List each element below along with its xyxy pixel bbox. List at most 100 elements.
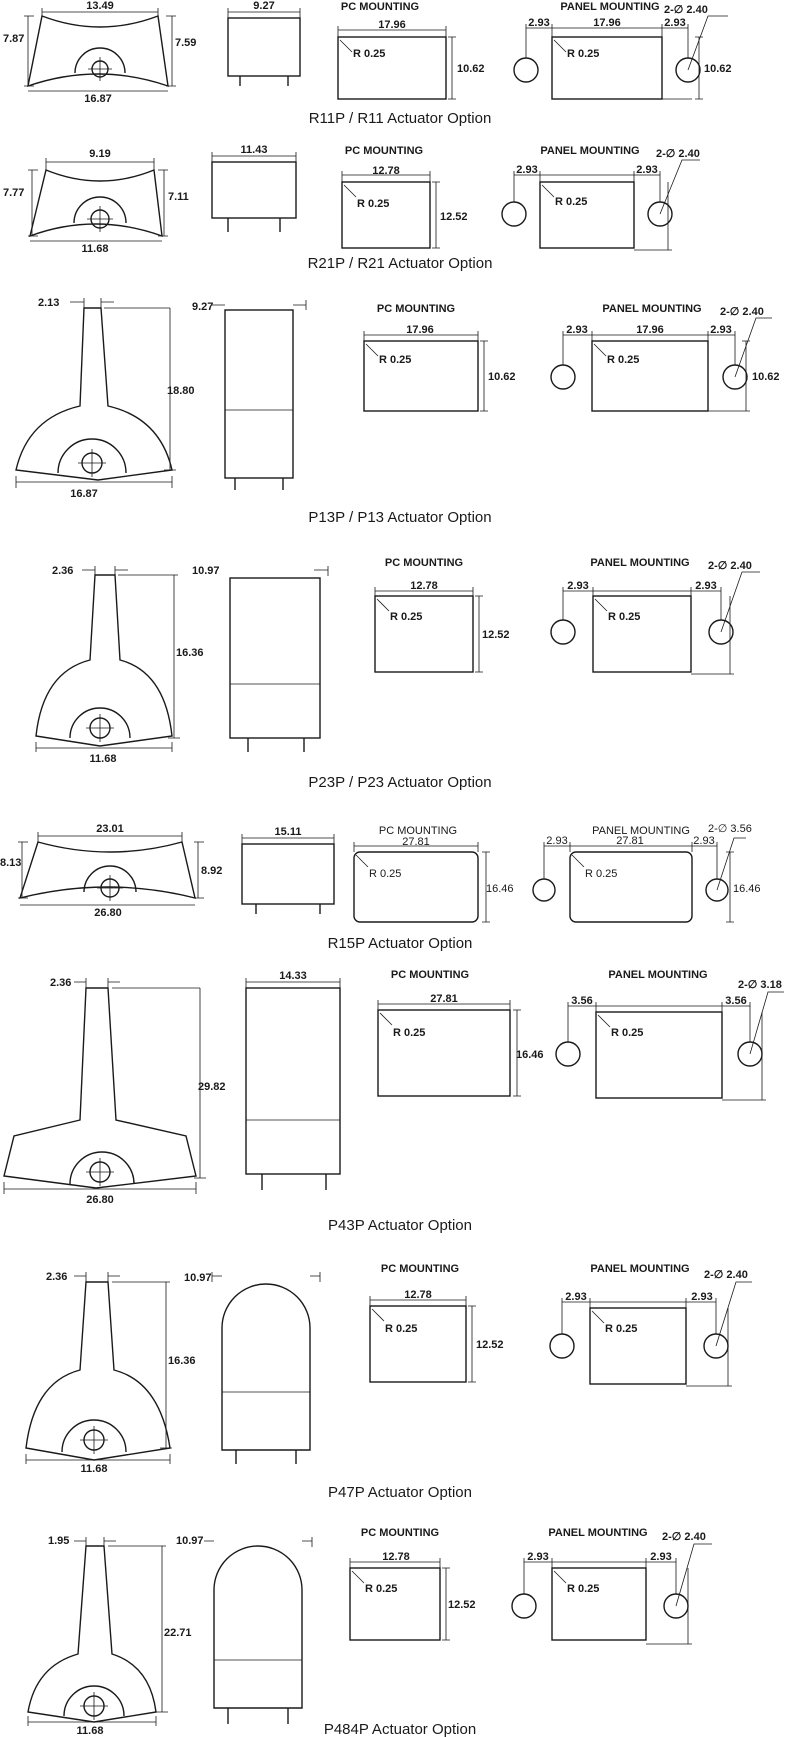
- dim-bottom-width: 11.68: [81, 1463, 108, 1475]
- pc-mounting-label: PC MOUNTING: [377, 303, 455, 315]
- dim-panel-hole: 2-∅ 2.40: [662, 1531, 706, 1543]
- dim-top-width: 13.49: [86, 0, 114, 12]
- dim-panel-offset-right: 2.93: [650, 1551, 671, 1563]
- dim-panel-offset-right: 2.93: [691, 1291, 712, 1303]
- panel-mounting-label: PANEL MOUNTING: [602, 303, 701, 315]
- dim-height: 22.71: [164, 1627, 192, 1639]
- dim-top-width: 2.36: [52, 565, 73, 577]
- dim-left-height: 7.87: [3, 33, 24, 45]
- dim-panel-offset-right: 2.93: [710, 324, 731, 336]
- option-caption: P484P Actuator Option: [324, 1721, 476, 1737]
- dim-side-width: 10.97: [176, 1535, 204, 1547]
- option-r15p: 23.01 8.13 8.92 26.80 15.11 PC MOUNTING …: [0, 823, 761, 952]
- dim-panel-radius: R 0.25: [567, 1583, 599, 1595]
- option-caption: P23P / P23 Actuator Option: [308, 774, 491, 791]
- dim-left-height: 8.13: [0, 857, 21, 869]
- dim-bottom-width: 26.80: [86, 1194, 114, 1206]
- dim-top-width: 23.01: [96, 823, 124, 835]
- option-p484p: 1.95 22.71 11.68 10.97 PC MOUNTING 12.78…: [27, 1527, 712, 1737]
- dim-panel-offset-left: 2.93: [546, 835, 567, 847]
- dim-panel-width: 17.96: [636, 324, 664, 336]
- pc-mounting-footprint: PC MOUNTING 12.78 12.52 R 0.25: [349, 1527, 476, 1641]
- dim-top-width: 2.36: [50, 977, 71, 989]
- dim-panel-hole: 2-∅ 2.40: [704, 1269, 748, 1281]
- dim-panel-radius: R 0.25: [585, 868, 617, 880]
- dim-panel-offset-left: 2.93: [565, 1291, 586, 1303]
- dim-pc-radius: R 0.25: [353, 48, 385, 60]
- dim-pc-radius: R 0.25: [393, 1027, 425, 1039]
- dim-panel-height: 16.46: [733, 883, 761, 895]
- dim-pc-height: 16.46: [516, 1049, 544, 1061]
- pc-mounting-footprint: PC MOUNTING 12.78 12.52 R 0.25: [374, 557, 510, 673]
- panel-mounting-label: PANEL MOUNTING: [608, 969, 707, 981]
- pc-mounting-footprint: PC MOUNTING 27.81 16.46 R 0.25: [377, 969, 544, 1097]
- dim-top-width: 9.19: [89, 148, 110, 160]
- dim-panel-hole: 2-∅ 2.40: [720, 306, 764, 318]
- dim-panel-hole: 2-∅ 3.18: [738, 979, 782, 991]
- dim-panel-offset-right: 2.93: [664, 17, 685, 29]
- dim-side-width: 14.33: [279, 970, 307, 982]
- dim-panel-height: 10.62: [752, 371, 780, 383]
- dim-top-width: 2.13: [38, 297, 59, 309]
- panel-mounting-footprint: PANEL MOUNTING 2.93 2.93 2-∅ 2.40 R 0.25: [549, 1263, 752, 1387]
- dim-pc-height: 12.52: [482, 629, 510, 641]
- dim-bottom-width: 16.87: [84, 93, 112, 105]
- dim-top-width: 1.95: [48, 1535, 69, 1547]
- dim-panel-hole: 2-∅ 3.56: [708, 823, 752, 835]
- panel-mounting-label: PANEL MOUNTING: [540, 145, 639, 157]
- option-caption: P43P Actuator Option: [328, 1217, 472, 1234]
- dim-height: 18.80: [167, 385, 195, 397]
- dim-bottom-width: 11.68: [90, 753, 117, 765]
- dim-pc-width: 12.78: [410, 580, 438, 592]
- panel-mounting-footprint: PANEL MOUNTING 2.93 2.93 2-∅ 2.40 R 0.25: [550, 557, 760, 675]
- dim-pc-width: 17.96: [378, 19, 406, 31]
- actuator-front-view: 2.36 16.36 11.68: [25, 1271, 196, 1475]
- pc-mounting-footprint: PC MOUNTING 12.78 12.52 R 0.25: [341, 145, 468, 249]
- dim-pc-radius: R 0.25: [357, 198, 389, 210]
- side-view: 9.27: [227, 0, 301, 86]
- dim-bottom-width: 26.80: [94, 907, 122, 919]
- dim-side-width: 15.11: [275, 826, 302, 838]
- side-view: 9.27: [192, 300, 307, 490]
- option-caption: P47P Actuator Option: [328, 1484, 472, 1501]
- side-view: 10.97: [176, 1535, 313, 1724]
- dim-top-width: 2.36: [46, 1271, 67, 1283]
- option-p13p: 2.13 18.80 16.87 9.27 PC MOUNTING 17.96 …: [15, 297, 780, 526]
- dim-side-width: 10.97: [184, 1272, 212, 1284]
- dim-panel-offset-left: 2.93: [567, 580, 588, 592]
- actuator-front-view: 2.36 16.36 11.68: [35, 565, 204, 765]
- option-p23p: 2.36 16.36 11.68 10.97 PC MOUNTING 12.78…: [35, 557, 760, 791]
- actuator-front-view: 23.01 8.13 8.92 26.80: [0, 823, 222, 919]
- dim-panel-radius: R 0.25: [567, 48, 599, 60]
- dim-side-width: 10.97: [192, 565, 220, 577]
- dim-pc-height: 12.52: [440, 211, 468, 223]
- dim-panel-offset-left: 2.93: [528, 17, 549, 29]
- dim-panel-hole: 2-∅ 2.40: [708, 560, 752, 572]
- dim-pc-width: 17.96: [406, 324, 434, 336]
- side-view: 14.33: [245, 970, 341, 1190]
- dim-pc-radius: R 0.25: [379, 354, 411, 366]
- dim-pc-radius: R 0.25: [369, 868, 401, 880]
- dim-pc-height: 10.62: [457, 63, 485, 75]
- dim-panel-radius: R 0.25: [607, 354, 639, 366]
- dim-pc-radius: R 0.25: [385, 1323, 417, 1335]
- option-caption: R15P Actuator Option: [328, 935, 473, 952]
- pc-mounting-label: PC MOUNTING: [391, 969, 469, 981]
- dim-panel-offset-left: 3.56: [571, 995, 592, 1007]
- dim-panel-width: 27.81: [616, 835, 644, 847]
- side-view: 15.11: [241, 826, 335, 914]
- panel-mounting-label: PANEL MOUNTING: [548, 1527, 647, 1539]
- dim-panel-offset-right: 2.93: [693, 835, 714, 847]
- pc-mounting-label: PC MOUNTING: [345, 145, 423, 157]
- dim-panel-radius: R 0.25: [611, 1027, 643, 1039]
- dim-side-width: 11.43: [241, 144, 268, 156]
- actuator-front-view: 2.13 18.80 16.87: [15, 297, 195, 500]
- panel-mounting-footprint: PANEL MOUNTING 3.56 3.56 2-∅ 3.18 R 0.25: [555, 969, 784, 1101]
- dim-bottom-width: 11.68: [77, 1725, 104, 1737]
- pc-mounting-footprint: PC MOUNTING 12.78 12.52 R 0.25: [369, 1263, 504, 1383]
- panel-mounting-footprint: PANEL MOUNTING 2.93 17.96 2.93 2-∅ 2.40 …: [513, 1, 732, 100]
- dim-panel-hole: 2-∅ 2.40: [656, 148, 700, 160]
- panel-mounting-label: PANEL MOUNTING: [590, 1263, 689, 1275]
- pc-mounting-footprint: PC MOUNTING 27.81 16.46 R 0.25: [353, 825, 514, 923]
- option-p47p: 2.36 16.36 11.68 10.97 PC MOUNTING 12.78…: [25, 1263, 752, 1501]
